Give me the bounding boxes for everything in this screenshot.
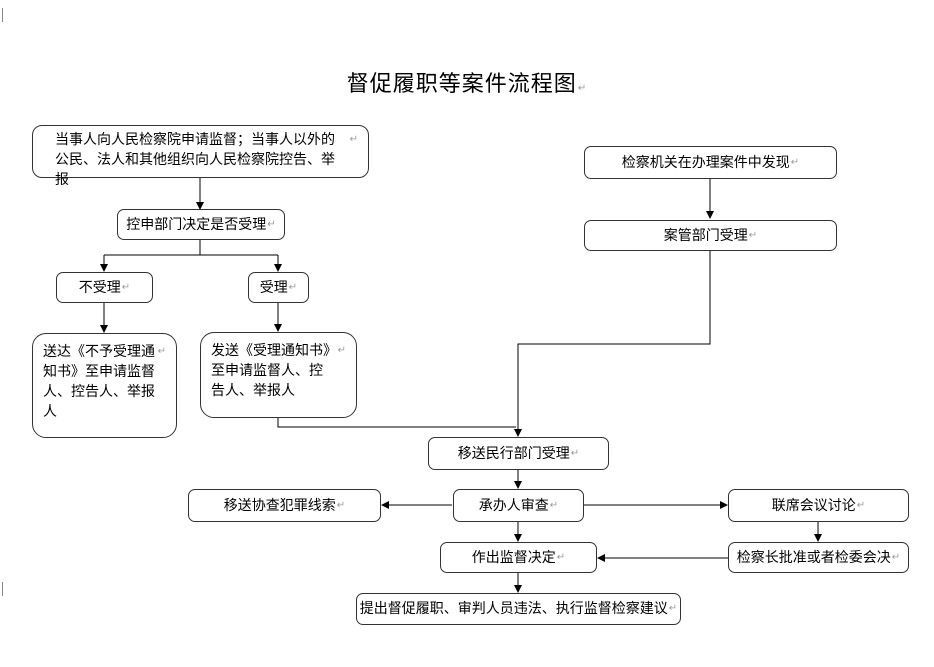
node-send-accept: 发送《受理通知书》至申请监督人、控告人、举报人↵ [200,332,357,418]
node-make-decision: 作出监督决定↵ [440,542,597,573]
node-reject: 不受理↵ [56,272,153,303]
node-accept: 受理↵ [248,272,309,303]
node-propose: 提出督促履职、审判人员违法、执行监督检察建议↵ [356,593,681,625]
node-transfer-crime: 移送协查犯罪线索↵ [188,489,381,522]
node-apply: 当事人向人民检察院申请监督；当事人以外的公民、法人和其他组织向人民检察院控告、举… [32,125,369,188]
page-title: 督促履职等案件流程图↵ [346,72,588,97]
node-joint-meeting: 联席会议讨论↵ [728,489,909,522]
node-discover: 检察机关在办理案件中发现↵ [584,146,837,179]
node-chief-approval: 检察长批准或者检委会决↵ [728,542,909,573]
node-review: 承办人审查↵ [453,489,584,522]
node-send-reject: 送达《不予受理通知书》至申请监督人、控告人、举报人↵ [32,333,177,438]
page-corner-mark [2,8,9,22]
page-corner-mark [2,582,9,596]
node-case-mgmt: 案管部门受理↵ [584,220,837,251]
node-decide-accept: 控申部门决定是否受理↵ [117,209,285,240]
node-transfer-civil: 移送民行部门受理↵ [428,437,609,470]
